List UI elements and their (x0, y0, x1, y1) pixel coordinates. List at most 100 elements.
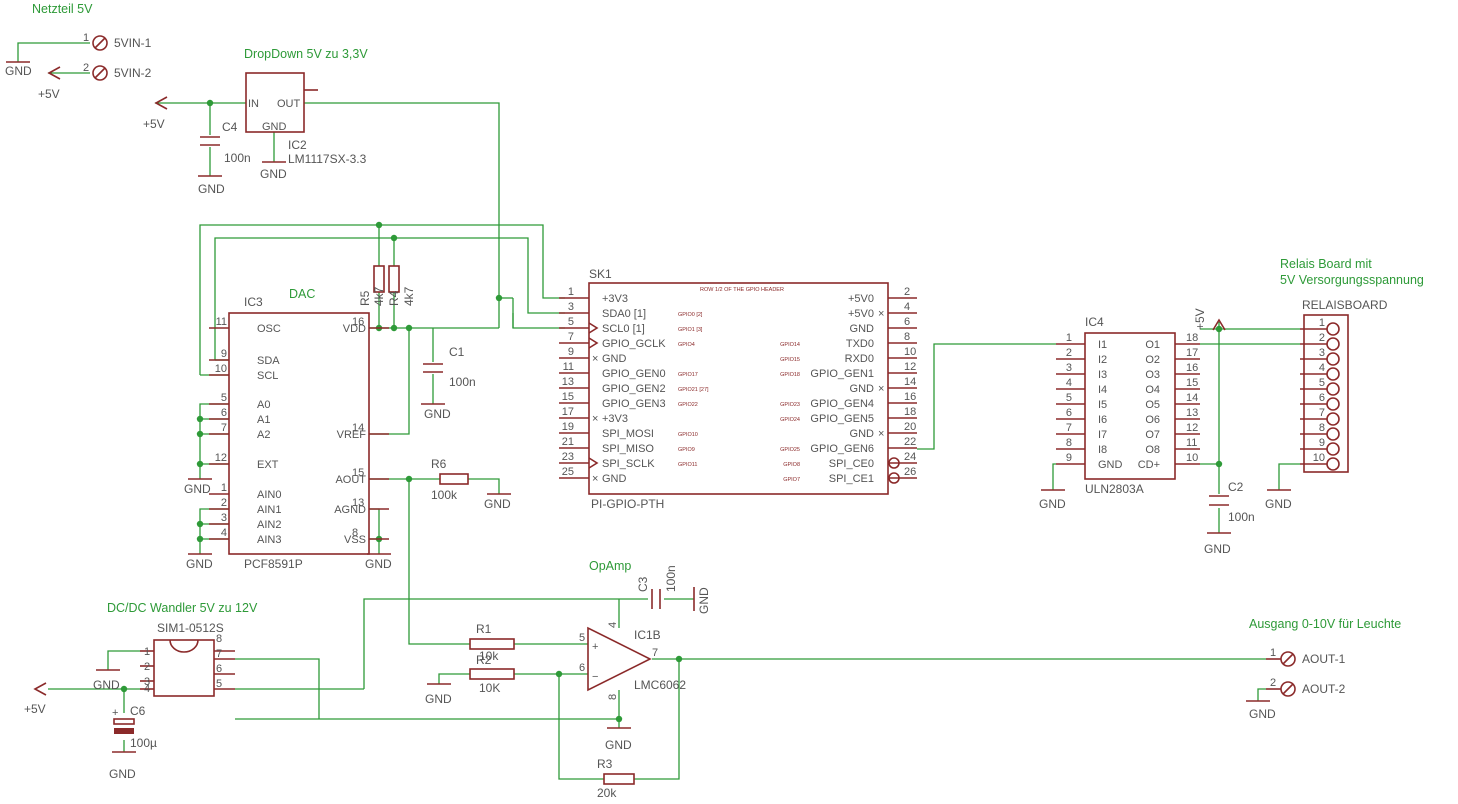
ic4-pin-num: 3 (1066, 362, 1072, 374)
svg-text:C2: C2 (1228, 480, 1244, 494)
relais-pin-num: 3 (1319, 347, 1325, 359)
relais-pin-socket (1326, 397, 1340, 411)
ic4-pin-num: 15 (1186, 377, 1198, 389)
sk1-pin-tag: GPIO1 [3] (678, 327, 703, 333)
note-dac: DAC (289, 287, 315, 301)
sk1-pin-num: 21 (562, 436, 574, 448)
sk1-pin-num: 14 (904, 376, 916, 388)
sk1-pin-label: SPI_SCLK (602, 458, 655, 470)
gnd-symbol: GND (693, 587, 711, 614)
ic3-pin-label: AOUT (335, 474, 366, 486)
sk1-pin-label: +5V0 (848, 293, 874, 305)
gnd-symbol: GND (484, 493, 511, 511)
power-input: 1 5VIN-1 2 5VIN-2 (83, 32, 152, 81)
sk1-pin-label: GPIO_GEN3 (602, 398, 666, 410)
sk1-pin-num: 6 (904, 316, 910, 328)
gnd-symbol: GND (1204, 532, 1231, 556)
sk1-pin-tag: GPIO18 (780, 372, 800, 378)
svg-text:1: 1 (144, 646, 150, 658)
sk1-pin-label: GPIO_GEN0 (602, 368, 666, 380)
svg-text:4: 4 (144, 683, 150, 695)
sk1-pin-tag: GPIO0 [2] (678, 312, 703, 318)
ic4-pin-num: 6 (1066, 407, 1072, 419)
sk1-pin-tag: GPIO21 [27] (678, 387, 709, 393)
gnd-symbol: GND (260, 161, 287, 181)
svg-text:GND: GND (1265, 497, 1292, 511)
ic4-value: ULN2803A (1085, 482, 1144, 496)
ic4-pin-label: GND (1098, 459, 1123, 471)
svg-text:4: 4 (607, 622, 619, 628)
svg-text:R6: R6 (431, 457, 447, 471)
relais-pin-num: 5 (1319, 377, 1325, 389)
sk1-pin-label: GND (602, 473, 627, 485)
capacitor-c3: C3 100n (636, 565, 678, 609)
capacitor-c2: C2 100n (1209, 480, 1255, 524)
sk1-pin-num: 19 (562, 421, 574, 433)
capacitor-c4: C4 100n (200, 120, 251, 165)
svg-text:R1: R1 (476, 622, 492, 636)
ic2-regulator: IN OUT GND IC2 LM1117SX-3.3 (245, 72, 367, 166)
svg-text:GND: GND (5, 64, 32, 78)
sk1-pin-nc: × (592, 473, 598, 485)
relais-pin-socket (1326, 322, 1340, 336)
ic4-pin-num: 5 (1066, 392, 1072, 404)
sk1-pin-num: 10 (904, 346, 916, 358)
note-ausgang: Ausgang 0-10V für Leuchte (1249, 617, 1401, 631)
ic3-pin-label: AGND (334, 504, 366, 516)
svg-text:C1: C1 (449, 345, 465, 359)
relais-pin-socket (1326, 427, 1340, 441)
svg-text:OUT: OUT (277, 98, 301, 110)
svg-text:+5V: +5V (1193, 308, 1207, 330)
sk1-pin-tag: GPIO4 (678, 342, 695, 348)
sk1-pin-label: GPIO_GEN2 (602, 383, 666, 395)
ic4-pin-num: 14 (1186, 392, 1198, 404)
ic3-pin-label: A2 (257, 429, 270, 441)
sk1-pin-num: 4 (904, 301, 910, 313)
ic4-pin-num: 16 (1186, 362, 1198, 374)
sk1-pin-label: SDA0 [1] (602, 308, 646, 320)
sk1-pin-label: +3V3 (602, 293, 628, 305)
gnd-symbol: GND (186, 553, 213, 571)
note-opamp: OpAmp (589, 559, 631, 573)
sk1-pin-num: 26 (904, 466, 916, 478)
svg-text:5: 5 (216, 678, 222, 690)
ic3-pin-num: 11 (216, 316, 227, 328)
ic4-pin-label: I3 (1098, 369, 1107, 381)
ic3-pin-label: A1 (257, 414, 270, 426)
supply-symbols: +5V +5V +5V +5V (24, 66, 1226, 716)
ic3-pin-label: AIN3 (257, 534, 281, 546)
sk1-pin-tag: GPIO7 (783, 477, 800, 483)
resistor-r2: R2 10K (469, 653, 515, 695)
ic4-pin-label: O6 (1145, 414, 1160, 426)
svg-text:10K: 10K (479, 681, 500, 695)
sk1-pin-num: 23 (562, 451, 574, 463)
ic3-name: IC3 (244, 295, 263, 309)
ic4-pin-label: O1 (1145, 339, 1160, 351)
sk1-pin-tag: GPIO8 (783, 462, 800, 468)
supply-5v-arrow: +5V (38, 66, 61, 101)
resistor-r1: R1 10k (469, 622, 515, 663)
svg-text:4k7: 4k7 (372, 286, 386, 306)
ic3-pin-num: 10 (215, 363, 227, 375)
sk1-pin-bubble (888, 472, 900, 484)
resistor-r6: R6 100k (431, 457, 469, 502)
gnd-symbols: GND GND GND GND GND GND GND GND GND GND … (5, 61, 1292, 781)
note-dcdc: DC/DC Wandler 5V zu 12V (107, 601, 258, 615)
ic2-value: LM1117SX-3.3 (288, 152, 367, 166)
svg-text:+5V: +5V (38, 87, 60, 101)
svg-text:10k: 10k (479, 649, 499, 663)
note-dropdown: DropDown 5V zu 3,3V (244, 47, 368, 61)
sk1-pin-nc: × (592, 353, 598, 365)
svg-text:8: 8 (216, 633, 222, 645)
ic3-value: PCF8591P (244, 557, 303, 571)
sk1-pin-tag: GPIO17 (678, 372, 698, 378)
sk1-pin-num: 7 (568, 331, 574, 343)
ic3-pin-label: AIN0 (257, 489, 281, 501)
gnd-symbol: GND (198, 175, 225, 196)
sk1-pin-num: 25 (562, 466, 574, 478)
sk1-pin-tag: GPIO10 (678, 432, 698, 438)
ic4-pin-num: 7 (1066, 422, 1072, 434)
note-relais-2: 5V Versorgungsspannung (1280, 273, 1424, 287)
resistor-r5: R5 4k7 (358, 265, 386, 306)
